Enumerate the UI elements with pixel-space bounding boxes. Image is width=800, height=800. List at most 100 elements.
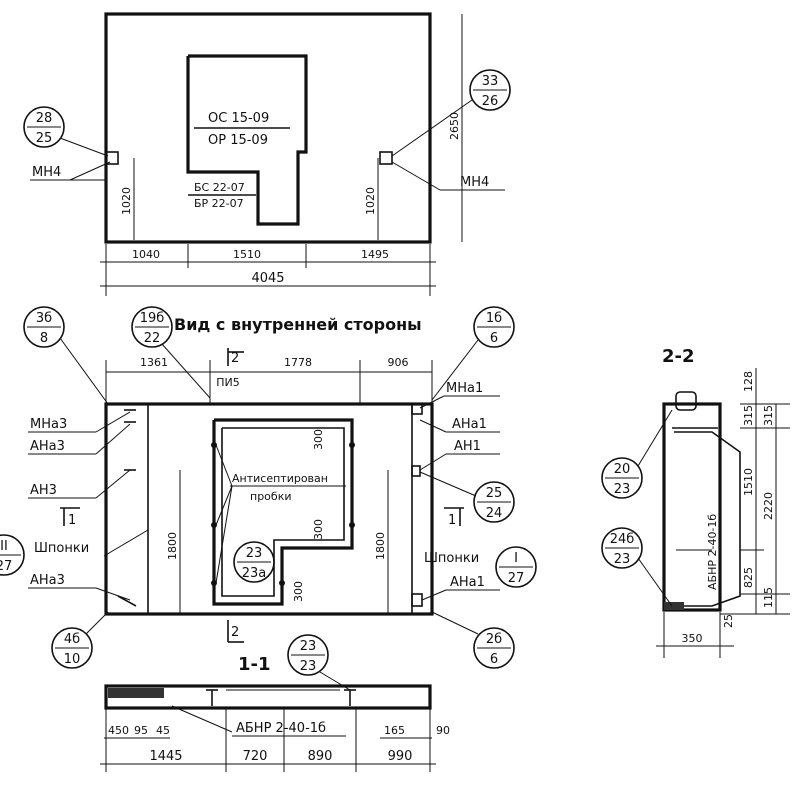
inner-dim-top-1: 1361 — [140, 356, 168, 369]
leader-right — [391, 99, 473, 157]
s22-dim-315-a: 315 — [742, 405, 755, 426]
door-mark-2: БР 22-07 — [194, 197, 244, 210]
leader-left — [59, 137, 109, 157]
inner-panel-outline — [104, 402, 434, 616]
label-right-shponki: Шпонки — [424, 551, 479, 566]
dim-bottom-1445: 1445 — [149, 749, 182, 764]
label-left-ana3: АНа3 — [30, 439, 65, 454]
label-right-ana1-bottom: АНа1 — [450, 575, 485, 590]
plug-6 — [279, 580, 285, 586]
section-1-left-label: 1 — [68, 513, 76, 528]
leader-2b-6 — [431, 611, 479, 635]
callout-left-top: 28 — [36, 111, 53, 126]
inner-dim-top-2: 1778 — [284, 356, 312, 369]
label-right-ana1: АНа1 — [452, 417, 487, 432]
inner-view-title: Вид с внутренней стороны — [174, 315, 422, 334]
antiseptic-leader-1 — [215, 444, 233, 487]
anchor-ana1-bottom — [411, 593, 423, 607]
antiseptic-label-1: Антисептирован — [232, 472, 328, 485]
dim-right-h: 1800 — [374, 532, 387, 560]
callout-23-23a-bottom: 23а — [242, 566, 267, 581]
callout-left — [23, 106, 65, 148]
callout-4b-10 — [51, 627, 93, 669]
label-left-mna3-leader — [95, 411, 131, 433]
label-left-an3: АН3 — [30, 483, 57, 498]
opening-outline — [186, 54, 308, 226]
callout-right — [469, 69, 511, 111]
label-left-leader — [69, 161, 111, 181]
plug-3 — [211, 580, 217, 586]
callout-24b-23-bottom: 23 — [614, 552, 631, 567]
dim-300-b: 300 — [312, 519, 325, 540]
callout-23-23a — [233, 541, 275, 583]
door-mark-1: БС 22-07 — [194, 181, 245, 194]
section-2-top-mark: 2 — [231, 351, 239, 366]
label-right: МН4 — [460, 175, 489, 190]
s22-dim-315-b: 315 — [762, 405, 775, 426]
dim-300-c: 300 — [292, 581, 305, 602]
callout-left-bottom: 25 — [36, 131, 53, 146]
pi-label: ПИ5 — [216, 376, 240, 389]
dim-height-total: 2650 — [448, 112, 461, 140]
callout-3b-8 — [23, 306, 65, 348]
callout-25-24-bottom: 24 — [486, 506, 503, 521]
callout-19b-22-bottom: 22 — [144, 331, 161, 346]
callout-2b-6 — [473, 627, 515, 669]
dim-small-95: 95 — [134, 724, 148, 737]
callout-25-24 — [473, 481, 515, 523]
s22-dim-1510: 1510 — [742, 468, 755, 496]
label-left-mna3: МНа3 — [30, 417, 67, 432]
label-left-ana3-bottom-leader — [95, 587, 131, 601]
s22-top-cap — [675, 391, 697, 411]
inner-view: Вид с внутренней стороны 1361 1778 906 П… — [0, 306, 537, 669]
anchor-mna1 — [411, 403, 423, 415]
dim-bottom-2: 1510 — [233, 248, 261, 261]
callout-i-27-bottom: 27 — [508, 571, 525, 586]
label-right-ana1-leader — [419, 419, 447, 433]
callout-1b-6 — [473, 306, 515, 348]
label-left-shponki-leader — [103, 529, 149, 557]
section-1-1-insulation — [108, 688, 164, 698]
label-right-ana1-bottom-leader — [421, 589, 447, 601]
section-2-2-title: 2-2 — [662, 346, 695, 367]
inner-dim-top-3: 906 — [388, 356, 409, 369]
dim-small-90: 90 — [436, 724, 450, 737]
dim-bottom-3: 1495 — [361, 248, 389, 261]
callout-i-27 — [495, 546, 537, 588]
dim-small-165: 165 — [384, 724, 405, 737]
callout-right-top: 33 — [482, 74, 499, 89]
leader-19b-22 — [161, 343, 211, 399]
label-right-mna1: МНа1 — [446, 381, 483, 396]
label-left-ana3-leader — [95, 423, 131, 455]
s22-lintel-shape — [674, 431, 741, 607]
leader-20-23 — [637, 409, 673, 467]
label-left-shponki: Шпонки — [34, 541, 89, 556]
dim-small-450: 450 — [108, 724, 129, 737]
dim-bottom-890: 890 — [308, 749, 333, 764]
dim-bottom-720: 720 — [243, 749, 268, 764]
dim-left-h: 1800 — [166, 532, 179, 560]
section-2-bottom-mark: 2 — [231, 625, 239, 640]
leader-1b-6 — [431, 339, 479, 401]
section-1-1-title: 1-1 — [238, 654, 271, 675]
top-panel: ОС 15-09 ОР 15-09 БС 22-07 БР 22-07 28 2… — [23, 12, 511, 296]
leader-3b-8 — [59, 337, 109, 405]
callout-4b-10-top: 4б — [64, 632, 80, 647]
callout-23-23 — [287, 634, 329, 676]
antiseptic-leader-3 — [215, 485, 233, 584]
plug-4 — [349, 442, 355, 448]
callout-23-23-top: 23 — [300, 639, 317, 654]
callout-1b-6-top: 1б — [486, 311, 502, 326]
leader-24b-23 — [637, 557, 673, 607]
label-left-ana3-bottom: АНа3 — [30, 573, 65, 588]
callout-ii-27-top: II — [0, 539, 8, 554]
s22-dim-350: 350 — [682, 632, 703, 645]
callout-24b-23-top: 24б — [610, 532, 635, 547]
plug-2 — [211, 522, 217, 528]
section-1-1: 1-1 23 23 АБНР 2-40-1б 450 95 45 165 90 … — [100, 634, 450, 772]
callout-20-23-top: 20 — [614, 462, 631, 477]
callout-2b-6-top: 2б — [486, 632, 502, 647]
label-right-leader — [391, 161, 441, 191]
opening-mark-2: ОР 15-09 — [208, 133, 268, 148]
plug-1 — [211, 442, 217, 448]
